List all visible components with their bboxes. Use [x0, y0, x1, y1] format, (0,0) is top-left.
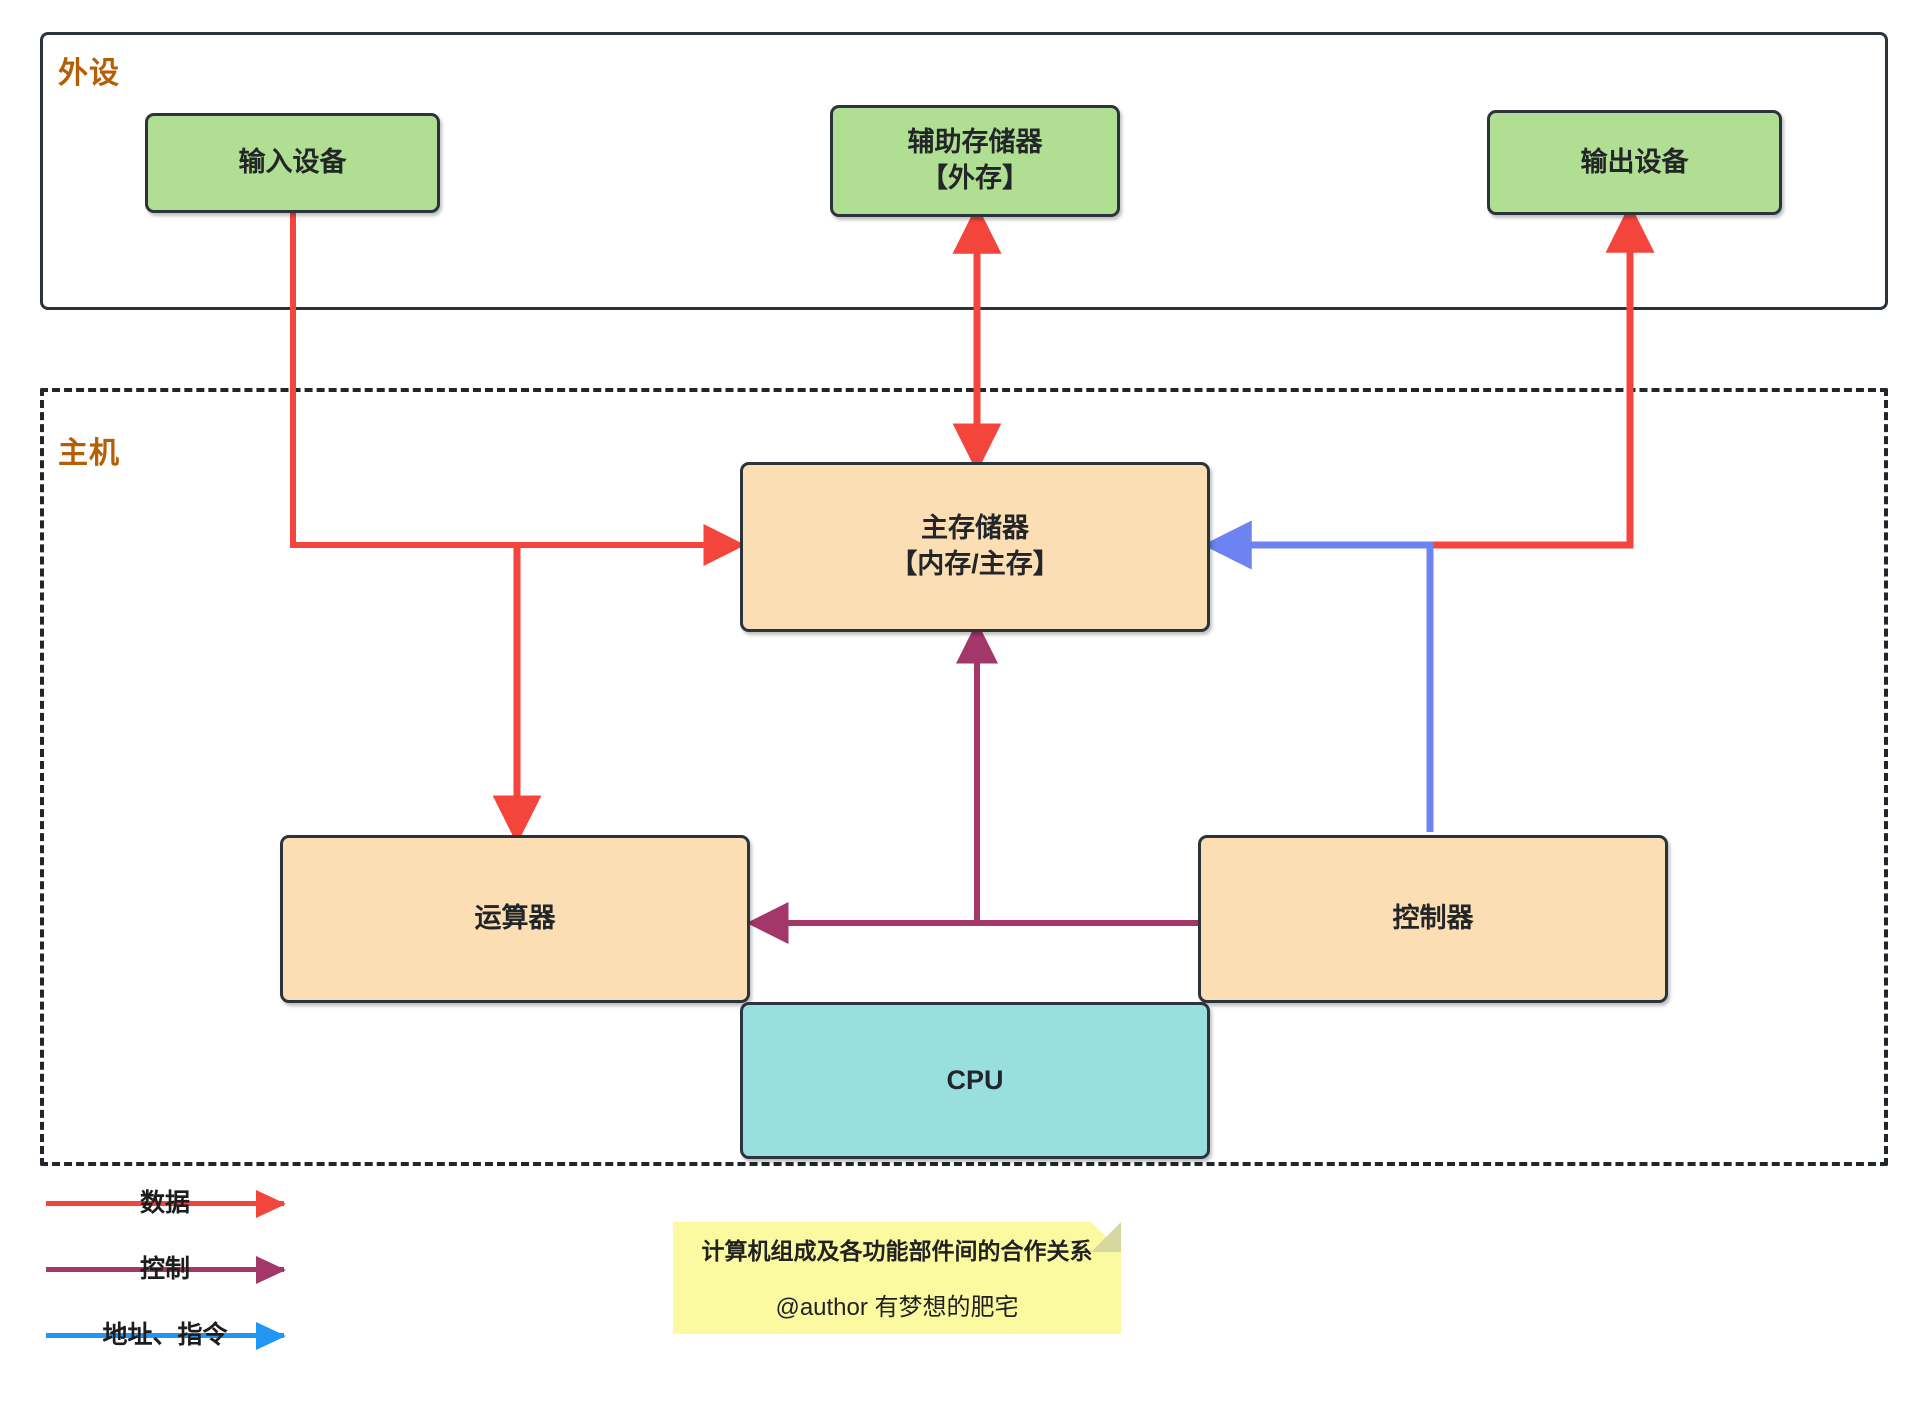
node-input-device[interactable]: 输入设备	[145, 113, 440, 213]
node-output-device[interactable]: 输出设备	[1487, 110, 1782, 215]
container-host-label: 主机	[58, 437, 120, 470]
node-control-unit[interactable]: 控制器	[1198, 835, 1668, 1003]
sticky-note: 计算机组成及各功能部件间的合作关系 @author 有梦想的肥宅	[673, 1222, 1121, 1334]
node-control-unit-label: 控制器	[1392, 903, 1474, 934]
legend-address-arrowhead	[256, 1322, 286, 1350]
legend-data-arrowhead	[256, 1190, 286, 1218]
legend-address-label: 地址、指令	[102, 1321, 228, 1349]
node-aux-storage-label: 辅助存储器 【外存】	[907, 127, 1043, 193]
node-input-device-label: 输入设备	[238, 147, 347, 178]
node-output-device-label: 输出设备	[1580, 146, 1689, 177]
legend-item-data: 数据	[40, 1185, 340, 1251]
node-main-memory-label: 主存储器 【内存/主存】	[890, 513, 1060, 579]
legend-item-address: 地址、指令	[40, 1317, 340, 1383]
legend-control-label: 控制	[139, 1255, 190, 1283]
legend-data-label: 数据	[139, 1189, 190, 1217]
legend: 数据 控制 地址、指令	[40, 1185, 340, 1383]
node-main-memory[interactable]: 主存储器 【内存/主存】	[740, 462, 1210, 632]
node-cpu-label: CPU	[946, 1064, 1004, 1095]
node-cpu[interactable]: CPU	[740, 1002, 1210, 1159]
note-author: @author 有梦想的肥宅	[775, 1294, 1019, 1322]
note-title: 计算机组成及各功能部件间的合作关系	[701, 1238, 1093, 1264]
node-aux-storage[interactable]: 辅助存储器 【外存】	[830, 105, 1120, 217]
legend-address-line	[46, 1333, 284, 1338]
note-fold-shadow-icon	[1091, 1222, 1121, 1252]
legend-item-control: 控制	[40, 1251, 340, 1317]
node-alu[interactable]: 运算器	[280, 835, 750, 1003]
legend-control-line	[46, 1267, 284, 1272]
legend-data-line	[46, 1201, 284, 1206]
legend-control-arrowhead	[256, 1256, 286, 1284]
container-peripherals-label: 外设	[58, 57, 120, 90]
node-alu-label: 运算器	[474, 903, 556, 934]
